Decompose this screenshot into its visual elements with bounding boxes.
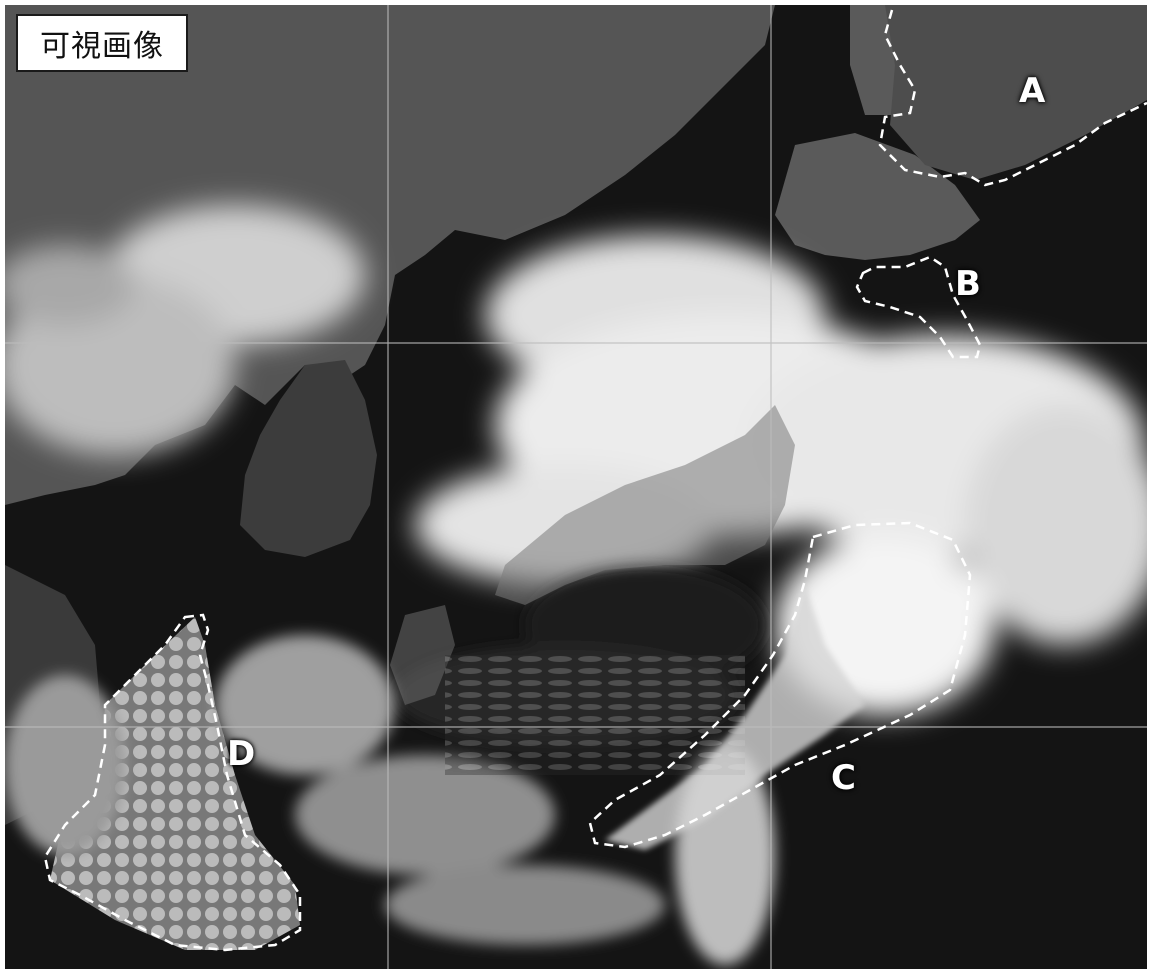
- korean-peninsula: [240, 360, 377, 557]
- satellite-image-frame: 可視画像 A B C D: [5, 5, 1147, 969]
- image-title-box: 可視画像: [16, 14, 188, 72]
- japan-honshu: [495, 405, 795, 605]
- hokkaido: [775, 133, 980, 260]
- region-label-c: C: [831, 758, 856, 798]
- japan-kyushu: [390, 605, 455, 705]
- region-label-b: B: [955, 264, 981, 304]
- image-title: 可視画像: [40, 29, 164, 64]
- region-outlines: [43, 9, 1147, 952]
- region-a-outline: [878, 9, 1147, 187]
- cloud-streets-south: [5, 635, 775, 965]
- region-label-a: A: [1019, 71, 1046, 111]
- lat-lon-grid: [5, 5, 1147, 969]
- cloud-mass-northwest: [5, 205, 365, 455]
- cloud-streak-texture: [445, 655, 745, 775]
- region-b-outline: [855, 255, 982, 359]
- satellite-image: [5, 5, 1147, 969]
- northeast-land: [885, 5, 1147, 180]
- region-label-d: D: [227, 734, 256, 774]
- frontal-cloud-band: [605, 585, 865, 850]
- cellular-cloud-field: [50, 617, 300, 950]
- region-d-outline: [43, 613, 302, 952]
